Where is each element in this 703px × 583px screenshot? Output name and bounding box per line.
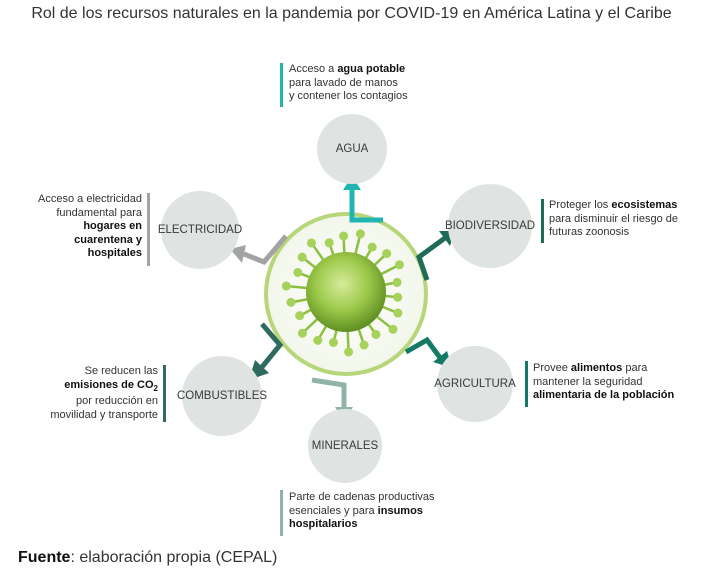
desc-minerales: Parte de cadenas productivas esenciales …	[289, 491, 454, 532]
virus-center	[264, 212, 428, 376]
source-text: : elaboración propia (CEPAL)	[70, 549, 278, 566]
virus-spike-tip	[388, 324, 398, 334]
desc-agricultura-highlight2: alimentaria de la población	[533, 389, 675, 401]
desc-biodiversidad-text: Proteger los	[549, 199, 612, 211]
accent-bar-biodiversidad	[541, 199, 544, 243]
desc-agricultura-text2: para	[622, 362, 648, 374]
virus-spike-tip	[306, 238, 316, 248]
virus-spike-tip	[393, 308, 403, 318]
virus-spike-tip	[371, 330, 381, 340]
accent-bar-electricidad	[147, 193, 150, 266]
desc-combustibles-line4: movilidad y transporte	[50, 408, 158, 421]
node-agricultura[interactable]: AGRICULTURA	[434, 346, 516, 422]
desc-biodiversidad-line3: futuras zoonosis	[549, 226, 630, 238]
virus-spike-tip	[382, 249, 392, 259]
desc-electricidad-highlight1: hogares en	[83, 220, 142, 232]
node-label-biodiversidad: BIODIVERSIDAD	[445, 220, 535, 232]
diagram-title: Rol de los recursos naturales en la pand…	[31, 5, 672, 22]
virus-spike-tip	[324, 238, 334, 248]
virus-icon	[281, 229, 404, 357]
desc-agua: Acceso a agua potable para lavado de man…	[289, 63, 449, 104]
desc-combustibles: Se reducen las emisiones de CO2 por redu…	[22, 365, 158, 422]
desc-biodiversidad-line2: para disminuir el riesgo de	[549, 212, 679, 225]
source-label: Fuente	[18, 549, 71, 566]
desc-agua-highlight: agua potable	[337, 63, 406, 75]
virus-spike-tip	[355, 229, 365, 239]
accent-bar-combustibles	[163, 365, 166, 422]
desc-agua-line2: para lavado de manos	[289, 76, 398, 89]
virus-spike-tip	[367, 242, 377, 252]
node-label-agua: AGUA	[336, 143, 369, 155]
desc-electricidad: Acceso a electricidad fundamental para h…	[20, 193, 142, 261]
virus-spike-tip	[394, 260, 404, 270]
desc-agricultura-highlight: alimentos	[570, 362, 623, 374]
desc-biodiversidad-highlight: ecosistemas	[611, 199, 678, 211]
virus-spike-tip	[339, 231, 349, 241]
accent-bar-minerales	[280, 490, 283, 536]
arrow-electricidad	[230, 234, 288, 265]
virus-body	[306, 252, 386, 332]
desc-electricidad-highlight2: cuarentena y	[74, 233, 142, 246]
accent-bar-agricultura	[525, 361, 528, 407]
virus-spike-tip	[297, 328, 307, 338]
desc-agua-line3: y contener los contagios	[289, 90, 408, 102]
node-label-minerales: MINERALES	[312, 440, 379, 452]
desc-minerales-line1: Parte de cadenas productivas	[289, 491, 435, 503]
desc-combustibles-line1: Se reducen las	[84, 365, 158, 377]
node-combustibles[interactable]: COMBUSTIBLES	[177, 356, 267, 436]
desc-combustibles-line3: por reducción en	[76, 395, 158, 408]
virus-spike-tip	[392, 277, 402, 287]
virus-spike-tip	[281, 281, 291, 291]
desc-biodiversidad: Proteger los ecosistemas para disminuir …	[549, 199, 699, 240]
arrow-biodiversidad	[416, 231, 455, 281]
desc-minerales-highlight2: hospitalarios	[289, 518, 358, 530]
accent-bar-agua	[280, 63, 283, 107]
virus-spike-tip	[344, 347, 354, 357]
desc-electricidad-line2: fundamental para	[56, 206, 142, 219]
virus-spike-tip	[313, 335, 323, 345]
desc-agricultura-line2: mantener la seguridad	[533, 375, 643, 388]
desc-combustibles-subscript: 2	[153, 383, 158, 393]
desc-agricultura-text: Provee	[533, 362, 571, 374]
desc-minerales-text: esenciales y para	[289, 504, 378, 517]
desc-agricultura: Provee alimentos para mantener la seguri…	[533, 362, 701, 403]
source-footer: Fuente: elaboración propia (CEPAL)	[18, 549, 277, 567]
node-label-combustibles: COMBUSTIBLES	[177, 390, 267, 402]
virus-spike-tip	[359, 340, 369, 350]
virus-spike-tip	[295, 311, 305, 321]
virus-spike-tip	[393, 292, 403, 302]
virus-spike-tip	[286, 297, 296, 307]
node-label-agricultura: AGRICULTURA	[434, 378, 516, 390]
node-electricidad[interactable]: ELECTRICIDAD	[158, 191, 242, 269]
node-biodiversidad[interactable]: BIODIVERSIDAD	[445, 184, 535, 268]
node-agua[interactable]: AGUA	[317, 114, 387, 184]
desc-minerales-highlight: insumos	[377, 504, 423, 517]
virus-spike-tip	[293, 267, 303, 277]
node-minerales[interactable]: MINERALES	[308, 409, 382, 483]
desc-electricidad-highlight3: hospitales	[87, 247, 142, 259]
node-label-electricidad: ELECTRICIDAD	[158, 224, 242, 236]
virus-spike-tip	[297, 252, 307, 262]
desc-agua-text: Acceso a	[289, 63, 338, 75]
desc-electricidad-line1: Acceso a electricidad	[38, 193, 142, 205]
virus-spike-tip	[328, 337, 338, 347]
desc-combustibles-highlight: emisiones de CO	[64, 378, 154, 391]
